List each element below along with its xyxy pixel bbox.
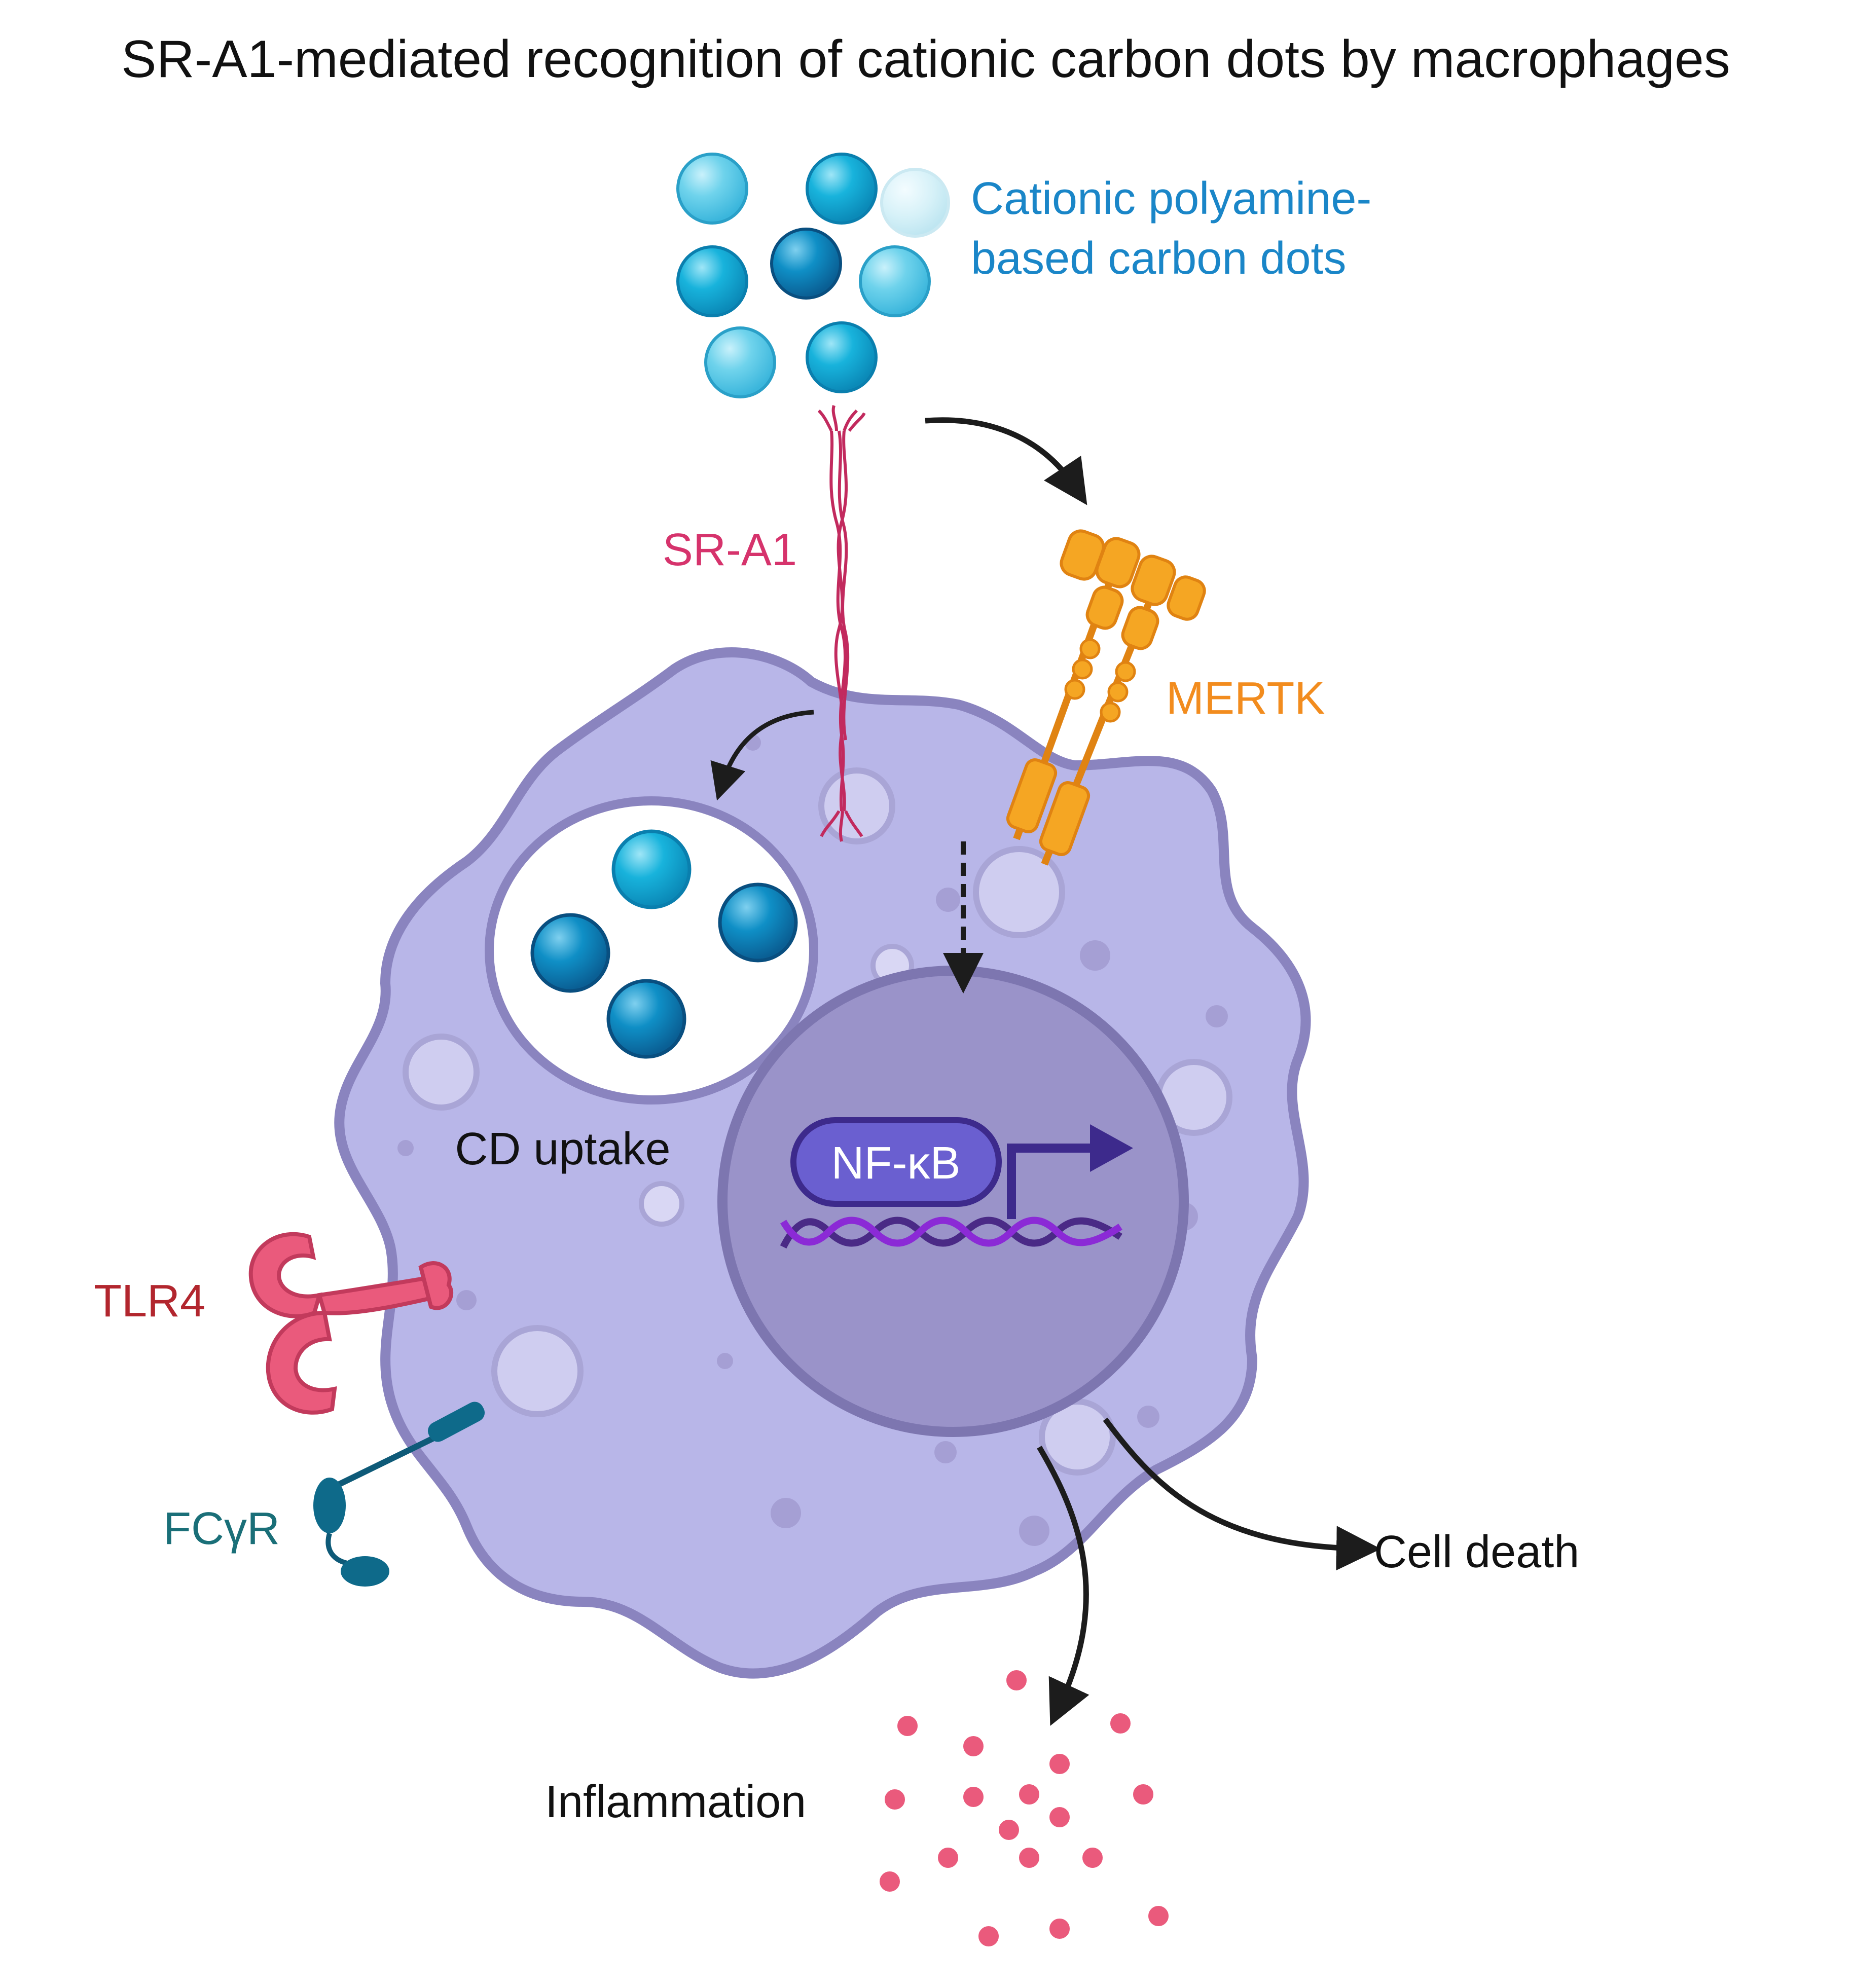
phagosome [485, 796, 818, 1105]
granule [771, 1498, 801, 1528]
fcgr-label: FCγR [163, 1503, 280, 1554]
carbon-dot [676, 245, 748, 317]
carbon-dots-label: Cationic polyamine- based carbon dots [971, 173, 1384, 284]
transcription-arrow [1007, 1144, 1098, 1219]
cytokine [1047, 1805, 1072, 1829]
granule [1206, 1005, 1228, 1027]
carbon-dot [704, 326, 776, 398]
arrow-to-cell-death [1103, 1417, 1381, 1571]
granule [1019, 1516, 1049, 1546]
arrow-to-inflammation [1037, 1446, 1089, 1726]
granule [1080, 940, 1110, 971]
cytokine [976, 1924, 1001, 1948]
transcription-arrowhead [1090, 1124, 1133, 1172]
cell-death-label: Cell death [1374, 1527, 1579, 1577]
cytoplasm-granules [397, 734, 1232, 1546]
cytokine [1004, 1668, 1029, 1692]
vesicle [639, 1181, 684, 1227]
cd-uptake-label: CD uptake [455, 1124, 670, 1174]
cytokine [1131, 1782, 1155, 1807]
sr-a1-receptor [817, 405, 866, 842]
granule [934, 1441, 957, 1463]
carbon-dot [676, 153, 748, 225]
page-title: SR-A1-mediated recognition of cationic c… [121, 30, 1730, 89]
cytokine [997, 1818, 1021, 1842]
internalized-carbon-dot [611, 829, 692, 909]
internalized-carbon-dot [606, 979, 686, 1059]
arrow-dots-to-mertk [925, 417, 1087, 505]
carbon-dot [806, 153, 878, 225]
dna-helix-icon [780, 1217, 1122, 1249]
cytokine [1017, 1782, 1041, 1807]
internalized-carbon-dot [530, 913, 610, 993]
inflammation-label: Inflammation [545, 1777, 806, 1827]
granule [717, 1353, 733, 1369]
nf-kb-label: NF-κB [831, 1138, 961, 1189]
carbon-dots-cluster [676, 153, 950, 398]
internalized-carbon-dot [718, 882, 798, 963]
carbon-dot [806, 321, 878, 393]
tlr4-label: TLR4 [94, 1276, 205, 1327]
vesicle [973, 846, 1065, 938]
cytokine [1080, 1846, 1105, 1870]
cytokine [961, 1734, 986, 1758]
carbon-dot [770, 228, 842, 300]
cytokine [895, 1714, 920, 1738]
mertk-receptor [1006, 529, 1206, 866]
cytokine-particles [878, 1668, 1171, 1948]
cytokine [1108, 1711, 1133, 1736]
carbon-dots-label-line2: based carbon dots [971, 233, 1347, 284]
cytokine [883, 1787, 907, 1812]
carbon-dot [880, 168, 950, 238]
cytokine [1146, 1904, 1171, 1928]
fcgr-receptor [313, 1402, 485, 1587]
carbon-dot [859, 245, 931, 317]
carbon-dots-label-line1: Cationic polyamine- [971, 173, 1371, 224]
nf-kb-complex [790, 1117, 1002, 1207]
granule [456, 1290, 477, 1310]
cytokine [1047, 1752, 1072, 1776]
cytokine [936, 1846, 960, 1870]
cytokine [1017, 1846, 1041, 1870]
granule [1137, 1406, 1159, 1428]
cytokine [961, 1785, 986, 1809]
cytokine [878, 1869, 902, 1894]
arrow-sra1-to-phagosome [710, 710, 814, 801]
sr-a1-label: SR-A1 [663, 525, 797, 575]
granule [936, 888, 960, 912]
granule [397, 1140, 414, 1156]
mertk-label: MERTK [1166, 673, 1325, 724]
vesicle [403, 1034, 480, 1111]
vesicle [491, 1325, 584, 1417]
tlr4-receptor [248, 1232, 453, 1415]
cytokine [1047, 1917, 1072, 1941]
vesicle [818, 767, 895, 844]
